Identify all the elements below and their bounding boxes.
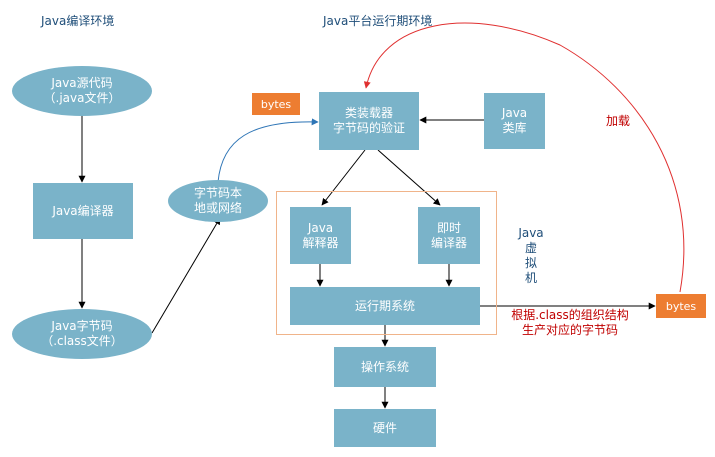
arrow-loader-to-jit: [377, 149, 441, 206]
java-compiler-node: Java编译器: [33, 183, 133, 239]
arrow-loader-to-interpreter: [321, 149, 366, 206]
arrow-bytecode-to-network: [151, 217, 221, 334]
load-label: 加载: [606, 114, 631, 128]
java-interpreter-node: Java 解释器: [290, 207, 351, 264]
operating-system-node: 操作系统: [334, 347, 436, 387]
java-bytecode-node: Java字节码 （.class文件）: [12, 309, 152, 359]
java-class-lib-node: Java 类库: [484, 93, 545, 149]
bytes-tag-left: bytes: [252, 93, 300, 115]
hardware-node: 硬件: [334, 409, 436, 447]
bytecode-local-or-network-node: 字节码本 地或网络: [168, 180, 268, 222]
bytes-tag-right: bytes: [656, 294, 706, 318]
jvm-label: Java 虚 拟 机: [518, 226, 544, 285]
arrow-load-to-loader: [363, 22, 685, 293]
compile-env-title: Java编译环境: [41, 14, 115, 28]
class-loader-node: 类装载器 字节码的验证: [319, 92, 419, 150]
java-source-node: Java源代码 （.java文件）: [12, 66, 152, 116]
runtime-system-node: 运行期系统: [290, 287, 480, 325]
jit-compiler-node: 即时 编译器: [418, 207, 480, 264]
arrow-network-to-loader: [217, 118, 319, 183]
jvm-frame: [276, 191, 497, 335]
runtime-env-title: Java平台运行期环境: [323, 14, 433, 28]
class-structure-note: 根据.class的组织结构 生产对应的字节码: [511, 308, 629, 337]
